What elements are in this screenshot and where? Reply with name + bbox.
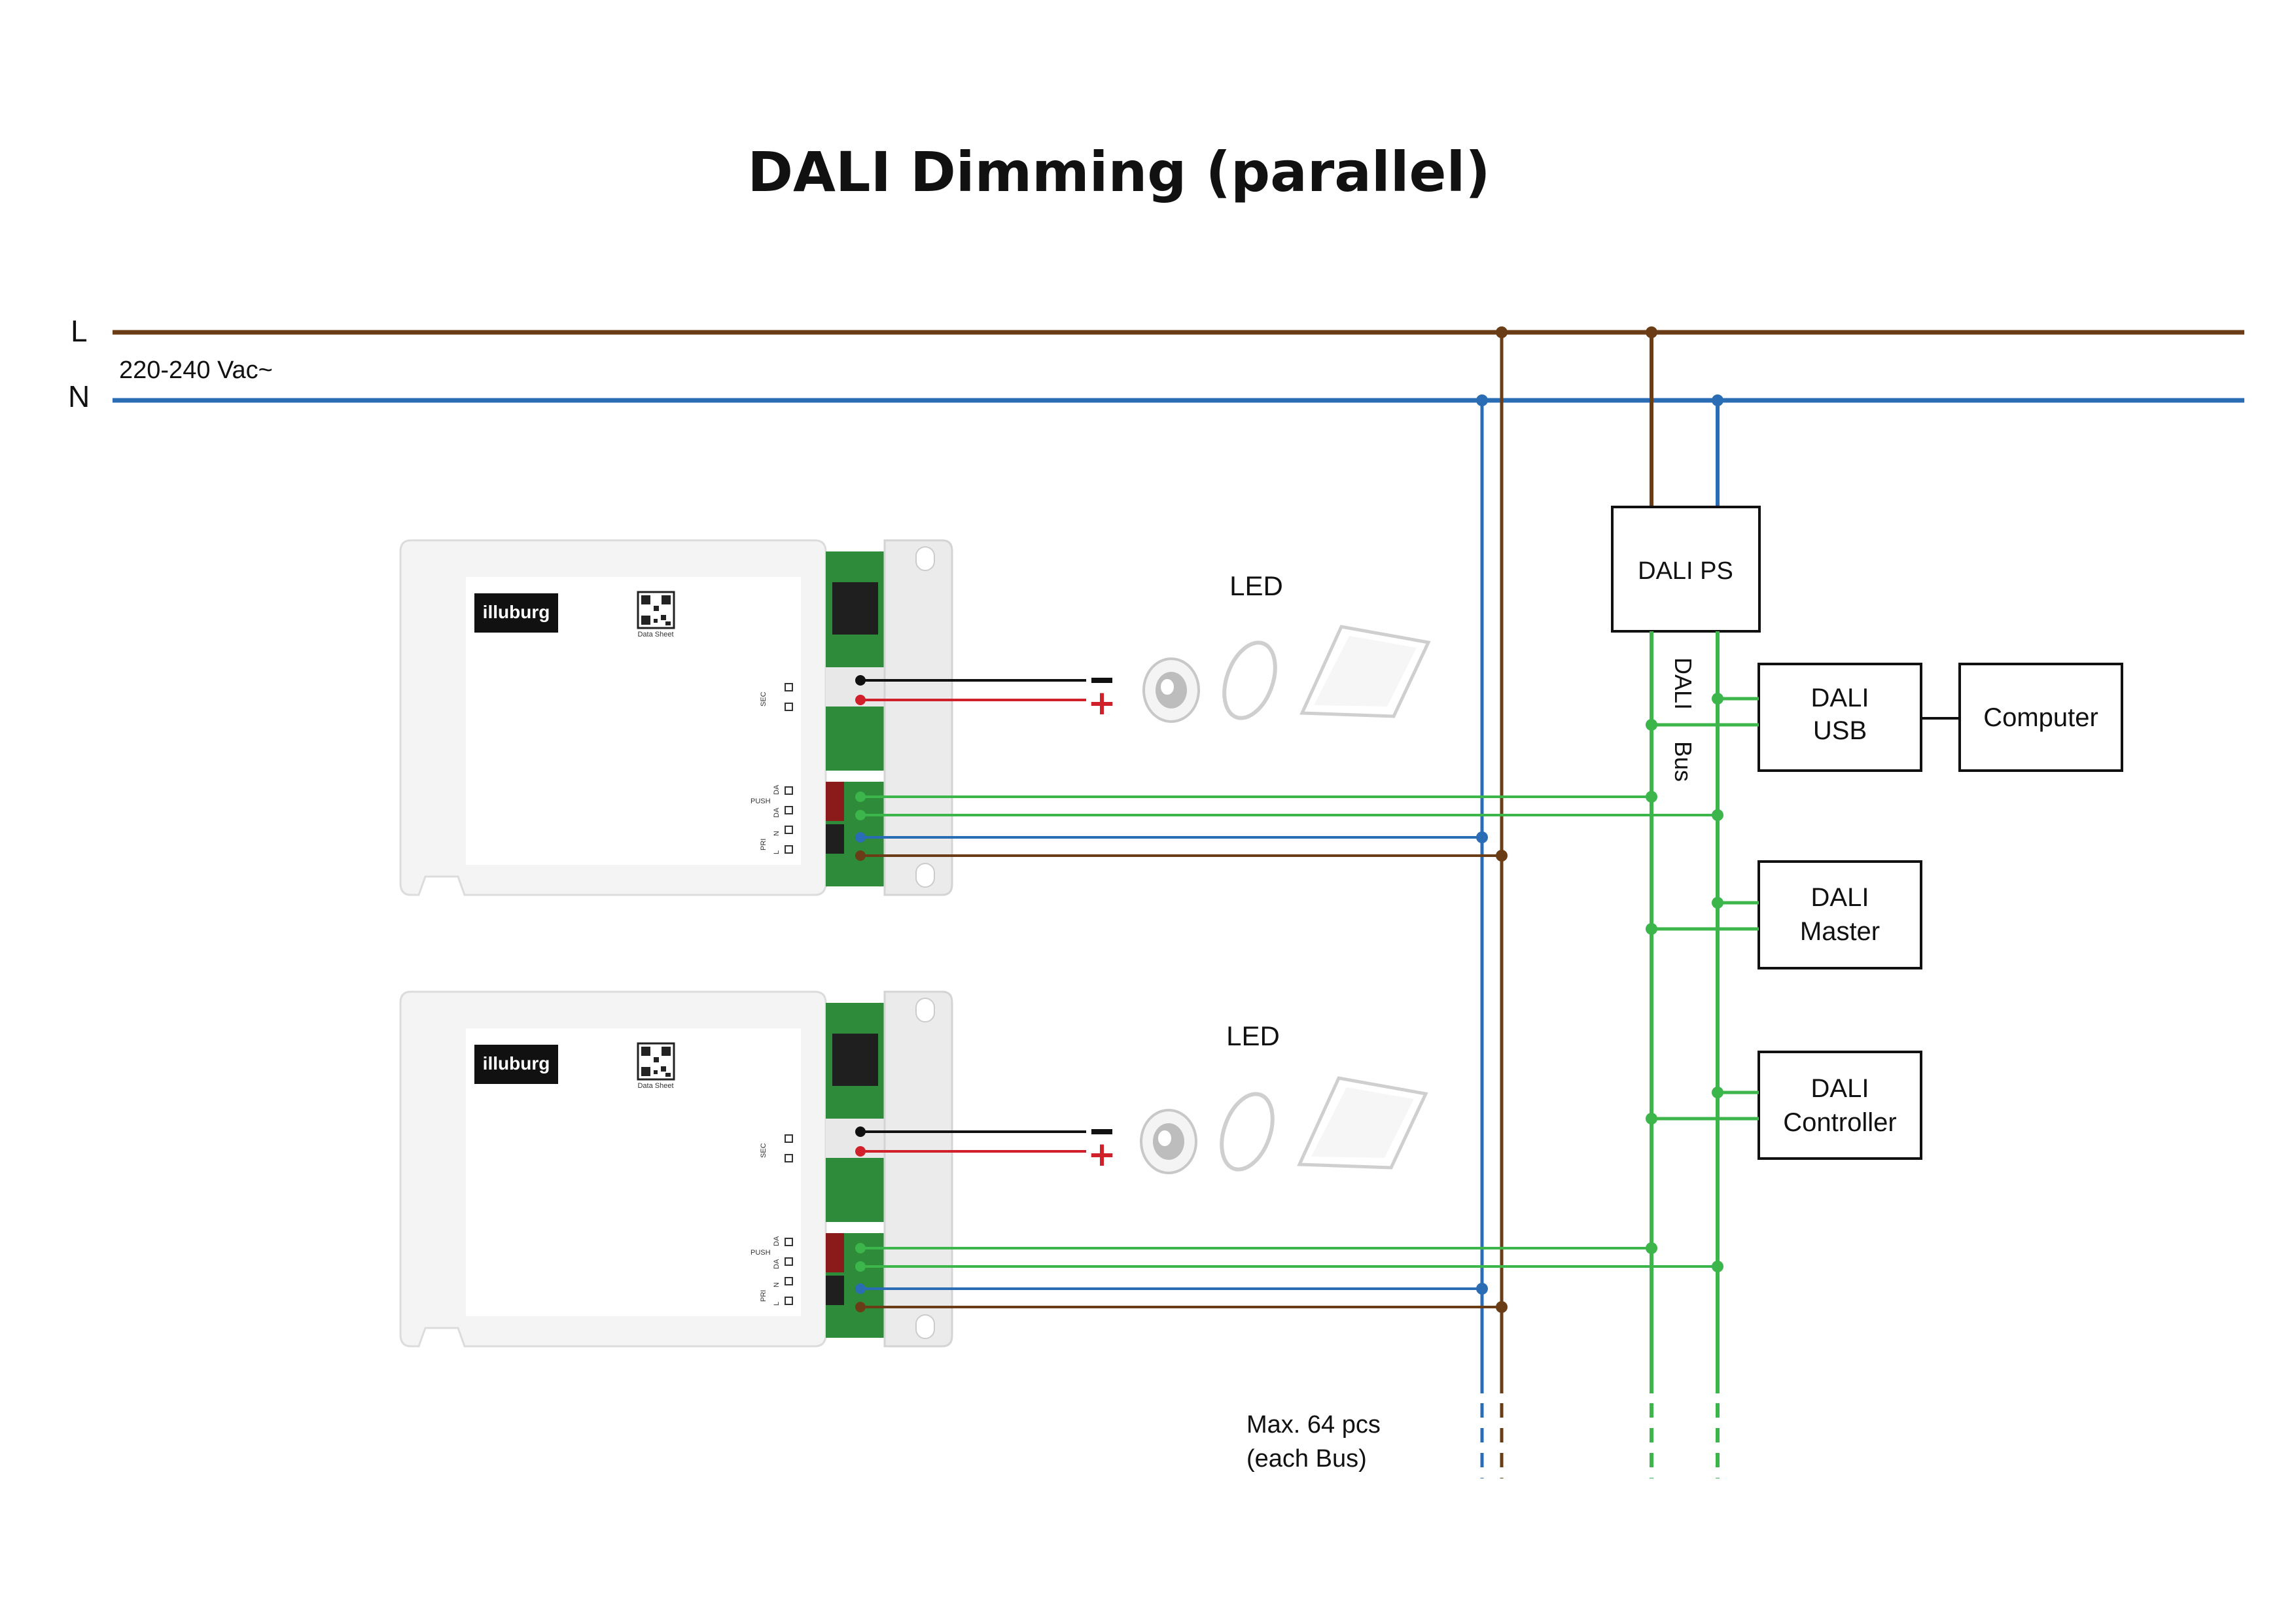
junction-dot — [1496, 850, 1508, 862]
spotlight-icon — [1140, 1109, 1197, 1174]
square-panel-icon — [1297, 1076, 1428, 1170]
dali-usb-box — [1757, 663, 1922, 772]
max-count-note-line2: (each Bus) — [1246, 1445, 1367, 1473]
junction-dot — [1712, 394, 1723, 406]
dali-controller-box — [1757, 1051, 1922, 1160]
da-label: DA — [773, 1236, 781, 1246]
qr-code-icon — [637, 591, 675, 629]
junction-dot — [1712, 897, 1723, 909]
dali-master-label-2: Master — [1800, 917, 1880, 946]
voltage-label: 220-240 Vac~ — [119, 357, 273, 384]
junction-dot — [1712, 1087, 1723, 1098]
junction-dot — [1646, 719, 1657, 731]
plus-sign: + — [1087, 1135, 1116, 1174]
plus-sign: + — [1087, 684, 1116, 723]
brand-logo — [474, 593, 558, 633]
page-title: DALI Dimming (parallel) — [747, 140, 1490, 204]
round-panel-icon — [1220, 1092, 1275, 1172]
junction-dot — [1496, 1301, 1508, 1313]
junction-dot — [1646, 791, 1657, 803]
junction-dot — [1712, 693, 1723, 705]
junction-dot — [1646, 1242, 1657, 1254]
junction-dot — [1476, 831, 1488, 843]
minus-sign — [1091, 678, 1112, 683]
brand-name: illuburg — [483, 602, 550, 622]
dali-controller-label-1: DALI — [1811, 1074, 1869, 1103]
junction-dot — [1712, 809, 1723, 821]
push-label: PUSH — [751, 1249, 771, 1257]
dali-ps-box — [1611, 506, 1761, 633]
minus-sign — [1091, 1129, 1112, 1134]
square-panel-icon — [1299, 625, 1431, 718]
pri-label: PRI — [760, 839, 768, 850]
qr-caption: Data Sheet — [637, 1082, 673, 1090]
junction-dot — [1646, 326, 1657, 338]
round-panel-icon — [1222, 640, 1277, 720]
n-label: N — [773, 831, 781, 836]
bus-label-dali: DALI — [1670, 657, 1697, 710]
da-label: DA — [773, 784, 781, 795]
junction-dot — [1476, 394, 1488, 406]
max-count-note-line1: Max. 64 pcs — [1246, 1411, 1381, 1439]
da-label: DA — [773, 807, 781, 818]
junction-dot — [1496, 326, 1508, 338]
junction-dot — [1646, 923, 1657, 935]
line-label: L — [71, 314, 88, 348]
dali-ps-label: DALI PS — [1638, 557, 1733, 585]
bus-label-bus: Bus — [1670, 741, 1697, 782]
sec-label: SEC — [760, 691, 768, 707]
dali-controller-label-2: Controller — [1783, 1108, 1896, 1137]
l-label: L — [773, 1302, 781, 1306]
brand-logo — [474, 1045, 558, 1084]
push-label: PUSH — [751, 797, 771, 805]
dali-master-label-1: DALI — [1811, 883, 1869, 912]
sec-label: SEC — [760, 1143, 768, 1158]
dali-master-box — [1757, 860, 1922, 969]
driver-unit: illuburg Data Sheet SEC PRI PUSH DA DA N… — [399, 990, 1723, 1348]
dali-usb-label-2: USB — [1813, 716, 1867, 745]
qr-code-icon — [637, 1042, 675, 1081]
neutral-label: N — [68, 379, 90, 413]
brand-name: illuburg — [483, 1053, 550, 1073]
da-label: DA — [773, 1259, 781, 1269]
qr-caption: Data Sheet — [637, 631, 673, 638]
computer-label: Computer — [1983, 703, 2098, 732]
n-label: N — [773, 1282, 781, 1287]
junction-dot — [1646, 1113, 1657, 1125]
l-label: L — [773, 850, 781, 854]
led-label: LED — [1226, 1021, 1280, 1051]
junction-dot — [1712, 1261, 1723, 1272]
spotlight-icon — [1142, 657, 1200, 723]
junction-dot — [1476, 1283, 1488, 1295]
dali-usb-label-1: DALI — [1811, 684, 1869, 712]
pri-label: PRI — [760, 1290, 768, 1302]
driver-unit: illuburg Data Sheet SEC PRI PUSH DA DA N — [399, 539, 1723, 896]
computer-box — [1958, 663, 2123, 772]
led-label: LED — [1229, 570, 1283, 601]
